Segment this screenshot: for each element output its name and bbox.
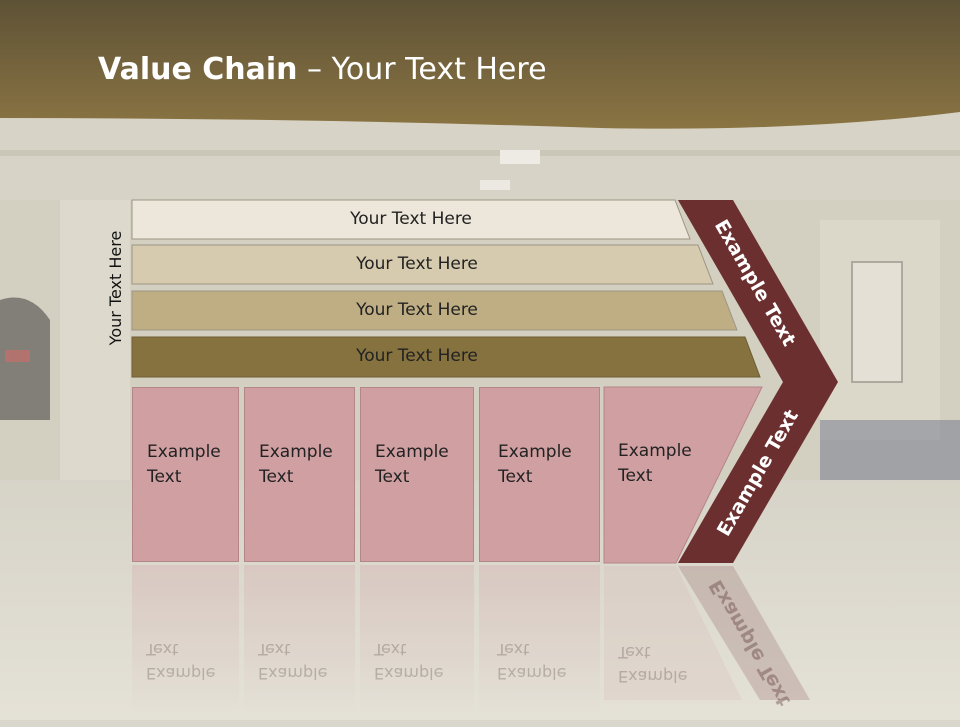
box-1-refl-line1: Example xyxy=(146,664,216,683)
row-4-label: Your Text Here xyxy=(356,346,478,366)
box-3-refl-line2: Text xyxy=(374,640,407,659)
box-5-line1: Example xyxy=(618,441,692,461)
box-3-line1: Example xyxy=(375,442,449,462)
box-4-line1: Example xyxy=(498,442,572,462)
row-1-label: Your Text Here xyxy=(350,209,472,229)
row-shape-1 xyxy=(131,199,691,240)
row-1: Your Text Here xyxy=(132,200,690,238)
row-2: Your Text Here xyxy=(132,245,702,283)
row-shape-3 xyxy=(131,290,738,331)
box-5-refl-line2: Text xyxy=(618,643,651,662)
box-4-refl-line1: Example xyxy=(497,664,567,683)
box-2-line2: Text xyxy=(259,467,294,487)
row-3-label: Your Text Here xyxy=(356,300,478,320)
box-5-refl-line1: Example xyxy=(618,667,688,686)
slide-title: Value Chain – Your Text Here xyxy=(98,52,547,87)
row-shape-2 xyxy=(131,244,714,285)
row-2-label: Your Text Here xyxy=(356,254,478,274)
box-3-refl-line1: Example xyxy=(374,664,444,683)
box-1-line1: Example xyxy=(147,442,221,462)
box-shape-5 xyxy=(603,386,763,564)
box-4-refl-line2: Text xyxy=(497,640,530,659)
box-3-reflection: Example Text xyxy=(360,565,474,715)
box-2-refl-line1: Example xyxy=(258,664,328,683)
box-4-line2: Text xyxy=(498,467,533,487)
box-3-line2: Text xyxy=(375,467,410,487)
box-5-reflection xyxy=(604,566,742,700)
box-2-line1: Example xyxy=(259,442,333,462)
box-5-line2: Text xyxy=(618,466,653,486)
box-2-reflection: Example Text xyxy=(244,565,355,715)
box-1-line2: Text xyxy=(147,467,182,487)
box-2-refl-line2: Text xyxy=(258,640,291,659)
box-5-reflection-text: Example Text xyxy=(618,640,687,688)
row-3: Your Text Here xyxy=(132,291,702,329)
chevron-reflection xyxy=(678,566,810,700)
box-4-reflection: Example Text xyxy=(479,565,600,715)
box-1-refl-line2: Text xyxy=(146,640,179,659)
chevron-arrow xyxy=(678,200,838,563)
title-rest: – Your Text Here xyxy=(297,52,547,87)
box-1-reflection: Example Text xyxy=(132,565,239,715)
row-shape-4 xyxy=(131,336,761,378)
title-bold: Value Chain xyxy=(98,52,298,87)
row-4: Your Text Here xyxy=(132,337,702,375)
